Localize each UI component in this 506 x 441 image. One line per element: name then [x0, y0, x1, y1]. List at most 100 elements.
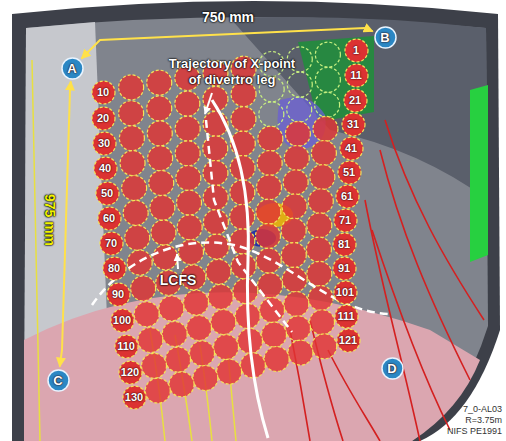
channel-circle: 41: [339, 136, 364, 161]
channel-circle: 40: [93, 156, 118, 181]
annotation-text: LCFS: [160, 272, 197, 289]
yellow-field-lines: [32, 60, 236, 441]
sight-line-circle: [162, 322, 187, 347]
marker-disc: [375, 27, 396, 48]
sight-line-circle: [310, 165, 335, 190]
callout-number: 90: [112, 289, 124, 300]
x-point-dashed: [206, 120, 292, 332]
callout-number: 10: [97, 87, 109, 98]
dimension-arrow: [82, 28, 373, 58]
sight-line-circle: [315, 92, 340, 117]
callout-number: 100: [113, 315, 131, 326]
dimension-label: 975 mm: [42, 194, 58, 246]
callout-number: 71: [339, 215, 351, 226]
sight-line-circle: [310, 310, 335, 335]
sight-line-circle: [259, 102, 284, 127]
sight-line-circle: [262, 322, 287, 347]
marker-disc: [382, 358, 403, 379]
sight-line-circle: [308, 189, 333, 214]
sight-line-circle: [151, 220, 176, 245]
channel-disc: [115, 335, 138, 358]
dimension-label: 750 mm: [202, 9, 254, 25]
corner-letter: D: [387, 362, 396, 375]
sight-line-circle: [256, 224, 281, 249]
sight-line-circle: [119, 101, 144, 126]
callout-number: 50: [101, 188, 113, 199]
channel-disc: [334, 281, 357, 304]
sight-line-circle: [315, 67, 340, 92]
corner-letter: B: [380, 31, 389, 44]
channel-circle: 91: [332, 256, 357, 281]
channel-disc: [119, 361, 142, 384]
sight-line-circle: [134, 302, 159, 327]
channel-disc: [92, 107, 115, 130]
callout-number: 61: [341, 191, 353, 202]
callout-number: 60: [103, 213, 115, 224]
callout-number: 101: [336, 287, 354, 298]
channel-disc: [338, 161, 361, 184]
channel-circle: 100: [110, 308, 135, 333]
callout-number: 21: [349, 95, 361, 106]
sight-line-circle: [311, 141, 336, 166]
sight-line-circle: [177, 215, 202, 240]
sight-line-circle: [176, 166, 201, 191]
x-point-trajectory: [212, 100, 268, 438]
channel-disc: [333, 257, 356, 280]
channel-disc: [345, 39, 368, 62]
channel-disc: [103, 257, 126, 280]
sight-line-circle: [138, 328, 163, 353]
sight-line-circle: [203, 161, 228, 186]
channel-circle: 80: [102, 256, 127, 281]
channel-disc: [107, 283, 130, 306]
channel-disc: [333, 233, 356, 256]
vessel-interior: [24, 17, 488, 441]
channel-circle: 70: [99, 231, 124, 256]
corner-marker: D: [381, 357, 404, 380]
sight-line-circle: [142, 353, 167, 378]
sight-line-circle: [231, 107, 256, 132]
sight-line-circle: [122, 176, 147, 201]
sight-line-circle: [127, 250, 152, 275]
sight-line-circle: [281, 243, 306, 268]
channel-disc: [96, 182, 119, 205]
channel-disc: [340, 137, 363, 160]
callout-number: 91: [338, 263, 350, 274]
channel-circle: 61: [335, 184, 360, 209]
channel-circle: 21: [343, 88, 368, 113]
sight-line-circle: [123, 200, 148, 225]
channel-disc: [334, 209, 357, 232]
channel-circle: 31: [341, 112, 366, 137]
red-field-lines: [290, 120, 484, 441]
sight-line-circle: [166, 347, 191, 372]
channel-circle: 11: [344, 63, 369, 88]
sight-line-circle: [193, 366, 218, 391]
sight-line-circle: [119, 126, 144, 151]
channel-circle: 121: [336, 328, 361, 353]
sight-line-circle: [257, 151, 282, 176]
channel-disc: [335, 305, 358, 328]
sight-line-circle: [187, 316, 212, 341]
sight-line-circle: [306, 237, 331, 262]
callout-number: 20: [97, 113, 109, 124]
marker-disc: [62, 58, 83, 79]
sight-line-circle: [285, 121, 310, 146]
sight-line-circle: [257, 175, 282, 200]
channel-circle: 90: [106, 282, 131, 307]
sight-line-circle: [203, 185, 228, 210]
sight-line-circle: [211, 310, 236, 335]
channel-disc: [344, 89, 367, 112]
corner-marker: B: [374, 26, 397, 49]
channel-circle: 20: [91, 106, 116, 131]
sight-line-circle: [149, 171, 174, 196]
callout-number: 11: [350, 70, 362, 81]
sight-line-circle: [177, 190, 202, 215]
corner-marker: C: [47, 369, 70, 392]
channel-disc: [93, 132, 116, 155]
channel-circle: 130: [122, 385, 147, 410]
sight-line-circle: [264, 347, 289, 372]
callout-number: 31: [347, 119, 359, 130]
marker-disc: [48, 370, 69, 391]
channel-disc: [98, 207, 121, 230]
channel-circle: 50: [95, 181, 120, 206]
